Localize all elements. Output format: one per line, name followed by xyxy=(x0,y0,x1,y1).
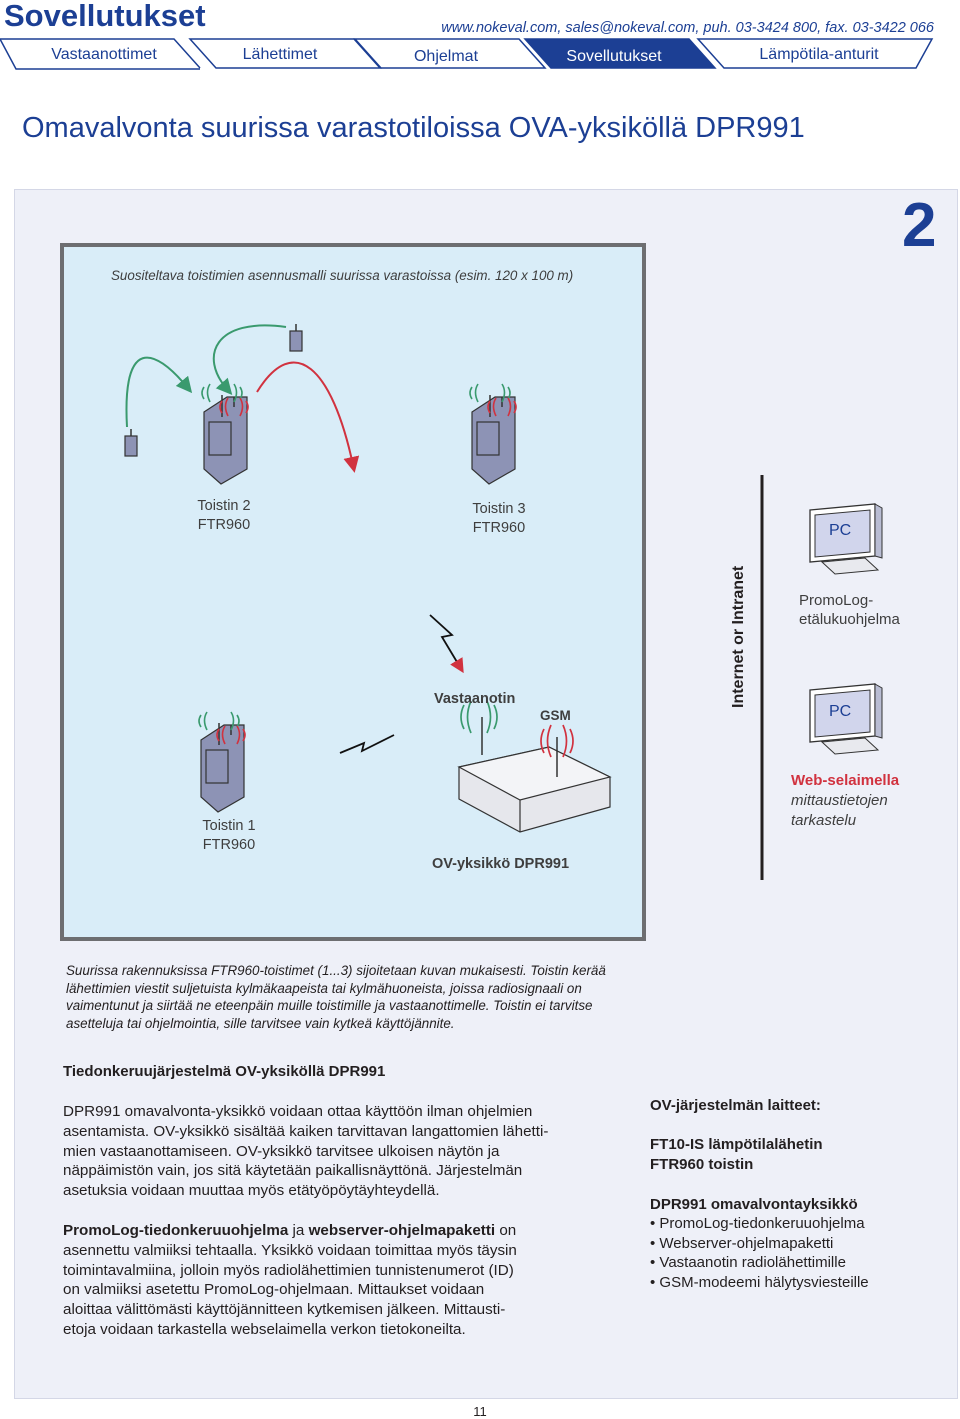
page-number: 11 xyxy=(473,1404,487,1419)
para-line: DPR991 omavalvonta-yksikkö voidaan ottaa… xyxy=(63,1103,533,1120)
network-label: Internet or Intranet xyxy=(730,565,747,708)
signal-arrow-red xyxy=(256,361,360,473)
caption-line: asetteluja tai ohjelmointia, sille tarvi… xyxy=(66,1015,455,1031)
signal-arrow-green-2 xyxy=(212,324,287,396)
para-line-first: PromoLog-tiedonkeruuohjelma ja webserver… xyxy=(63,1221,623,1241)
pc-2-icon xyxy=(809,683,883,755)
page-title: Omavalvonta suurissa varastotiloissa OVA… xyxy=(22,112,805,144)
repeater-1-name: Toistin 1 xyxy=(202,818,256,834)
para-line: asentamista. OV-yksikkö sisältää kaiken … xyxy=(63,1122,549,1140)
para-line: on valmiiksi asetettu PromoLog-ohjelmaan… xyxy=(63,1281,485,1299)
para-line: etoja voidaan tarkastella webselaimella … xyxy=(63,1320,466,1338)
tab-lahettimet[interactable]: Lähettimet xyxy=(242,46,318,63)
repeater-3-model: FTR960 xyxy=(472,520,526,536)
lightning-icon-1 xyxy=(429,614,464,674)
diagram-graphics xyxy=(124,324,612,833)
promolog-line1: PromoLog- xyxy=(799,592,874,609)
sensor-top-icon xyxy=(289,324,303,352)
sensor-left-icon xyxy=(124,429,138,457)
caption-line: vaimentunut ja siirtää ne eteenpäin muil… xyxy=(66,998,593,1014)
para-connector: ja xyxy=(288,1222,309,1239)
ov-unit-label: OV-yksikkö DPR991 xyxy=(432,856,570,872)
tab-lampotila-anturit[interactable]: Lämpötila-anturit xyxy=(759,46,879,63)
pc-2-label: PC xyxy=(829,703,852,720)
list-item: • PromoLog-tiedonkeruuohjelma xyxy=(650,1215,865,1232)
contact-info: www.nokeval.com, sales@nokeval.com, puh.… xyxy=(441,20,934,36)
ov-unit-icon xyxy=(457,700,612,833)
installation-diagram: Suositeltava toistimien asennusmalli suu… xyxy=(60,243,646,941)
para-line: toimintavalmiina, jolloin myös radiolähe… xyxy=(63,1261,514,1279)
repeater-1-icon xyxy=(198,711,246,813)
device-1: FT10-IS lämpötilalähetin xyxy=(650,1136,823,1153)
repeater-3-icon xyxy=(469,383,517,485)
diagram-caption-top: Suositeltava toistimien asennusmalli suu… xyxy=(111,268,574,283)
gsm-label: GSM xyxy=(540,708,571,723)
feature-list: • PromoLog-tiedonkeruuohjelma • Webserve… xyxy=(650,1214,869,1292)
para-line: mien vastaanottamiseen. OV-yksikkö tarvi… xyxy=(63,1142,500,1160)
lightning-icon-2 xyxy=(339,734,395,754)
tab-vastaanottimet[interactable]: Vastaanottimet xyxy=(51,46,157,63)
repeater-3-name: Toistin 3 xyxy=(472,501,526,517)
pc-1-icon xyxy=(809,503,883,575)
list-item: • GSM-modeemi hälytysviesteille xyxy=(650,1273,869,1291)
repeater-1-model: FTR960 xyxy=(202,837,256,853)
caption-line: Suurissa rakennuksissa FTR960-toistimet … xyxy=(66,963,606,978)
pc-1-label: PC xyxy=(829,522,852,539)
web-line1: Web-selaimella xyxy=(791,772,900,789)
left-heading: Tiedonkeruujärjestelmä OV-yksiköllä DPR9… xyxy=(63,1063,386,1080)
device-2: FTR960 toistin xyxy=(650,1156,754,1173)
para-line: asetuksia voidaan muuttaa myös etätyöpöy… xyxy=(63,1182,440,1200)
receiver-label: Vastaanotin xyxy=(434,691,516,707)
right-heading: OV-järjestelmän laitteet: xyxy=(650,1097,821,1114)
list-item: • Webserver-ohjelmapaketti xyxy=(650,1234,834,1252)
tab-sovellutukset[interactable]: Sovellutukset xyxy=(566,48,662,65)
webserver-bold: webserver-ohjelmapaketti xyxy=(308,1222,496,1239)
signal-arrow-green-1 xyxy=(125,356,193,428)
repeater-2-name: Toistin 2 xyxy=(197,498,251,514)
promolog-bold: PromoLog-tiedonkeruuohjelma xyxy=(63,1222,289,1239)
section-number: 2 xyxy=(902,191,937,260)
brand-title: Sovellutukset xyxy=(4,0,206,33)
repeater-2-model: FTR960 xyxy=(197,517,251,533)
web-line2: mittaustietojen xyxy=(791,792,888,809)
list-item: • Vastaanotin radiolähettimille xyxy=(650,1254,846,1272)
repeater-2-icon xyxy=(201,383,249,485)
tab-ohjelmat[interactable]: Ohjelmat xyxy=(413,48,479,65)
network-graphics xyxy=(760,475,883,880)
unit-heading: DPR991 omavalvontayksikkö xyxy=(650,1196,858,1213)
promolog-line2: etälukuohjelma xyxy=(799,611,900,628)
diagram-description: Suurissa rakennuksissa FTR960-toistimet … xyxy=(66,962,656,1032)
left-paragraph-1: DPR991 omavalvonta-yksikkö voidaan ottaa… xyxy=(63,1102,623,1201)
para-line: aloittaa välittömästi käyttöjännitteen k… xyxy=(63,1301,506,1319)
tab-bar xyxy=(0,38,934,70)
web-line3: tarkastelu xyxy=(791,812,857,829)
left-paragraph-2: PromoLog-tiedonkeruuohjelma ja webserver… xyxy=(63,1221,623,1340)
caption-line: lähettimien viestit suljetuista kylmäkaa… xyxy=(66,980,582,996)
para-tail: on xyxy=(495,1222,517,1239)
para-line: asennettu valmiiksi tehtaalla. Yksikkö v… xyxy=(63,1241,517,1259)
para-line: näppäimistön vain, jos sitä käytetään pa… xyxy=(63,1162,523,1180)
